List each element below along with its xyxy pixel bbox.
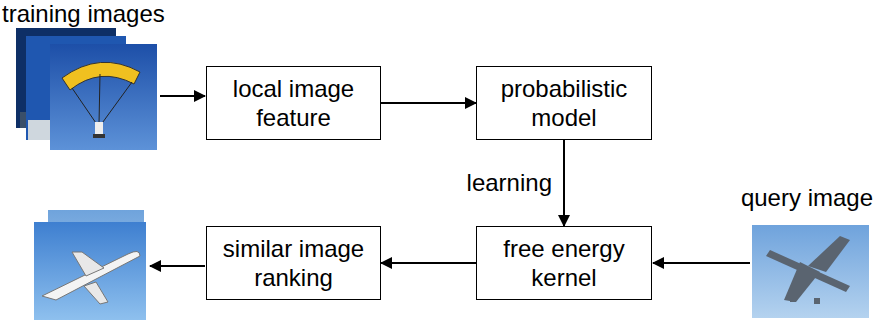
- process-box: local image feature: [206, 66, 381, 140]
- image-caption: query image: [741, 184, 873, 212]
- flow-arrow: [381, 102, 476, 104]
- training-photos: [16, 28, 157, 150]
- result-photos: [34, 210, 146, 320]
- query-arrow: [653, 262, 750, 264]
- process-box: free energy kernel: [476, 226, 652, 300]
- flow-arrow: [563, 140, 565, 226]
- box-text: similar image ranking: [216, 234, 371, 292]
- flow-arrow: [381, 262, 476, 264]
- box-text: probabilistic model: [486, 74, 642, 132]
- box-text: local image feature: [216, 74, 371, 132]
- process-box: similar image ranking: [206, 226, 381, 300]
- box-text: free energy kernel: [486, 234, 642, 292]
- image-caption: training images: [2, 0, 165, 28]
- input-arrow: [160, 95, 205, 97]
- query-photo: [752, 225, 869, 318]
- output-arrow: [150, 265, 205, 267]
- process-box: probabilistic model: [476, 66, 652, 140]
- edge-label: learning: [465, 169, 554, 197]
